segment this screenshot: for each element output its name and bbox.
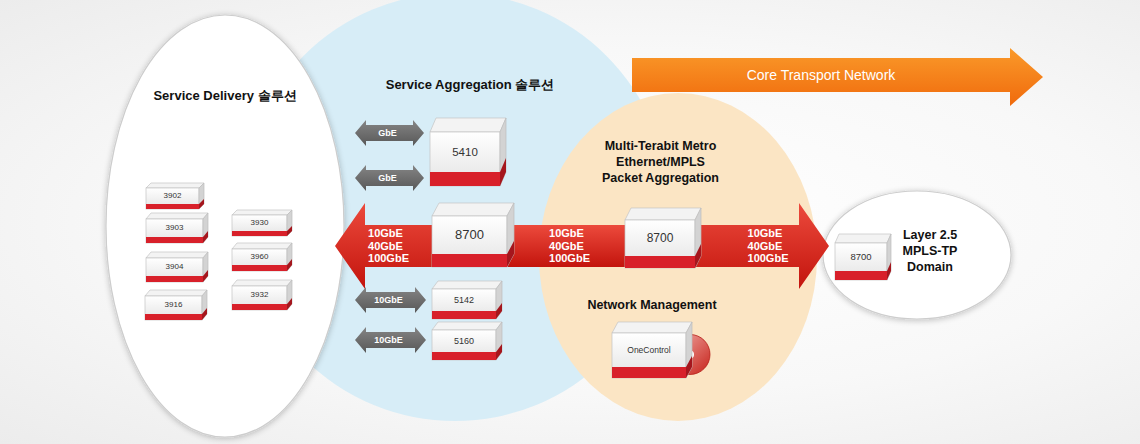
device-box: 3904 — [146, 252, 208, 282]
device-box: 3903 — [146, 213, 208, 243]
device-box: 3932 — [232, 280, 292, 310]
region-title: Layer 2.5 MPLS-TP Domain — [897, 227, 963, 275]
model-number: 5160 — [432, 330, 496, 352]
model-number: 3902 — [146, 188, 199, 204]
device-box: 8700 — [432, 203, 514, 267]
device-box: 3960 — [232, 243, 292, 271]
region-outline — [105, 14, 345, 438]
domain-ellipse: Layer 2.5 MPLS-TP Domain 8700 — [822, 190, 1012, 320]
device-box: 8700 — [835, 234, 891, 280]
model-number: 8700 — [625, 220, 695, 256]
link-speed-label: 10GbE 40GbE 100GbE — [748, 227, 789, 265]
model-number: 3932 — [232, 286, 287, 304]
link-speed-label: 10GbE — [374, 335, 403, 346]
model-number: OneControl — [612, 343, 686, 357]
region-title: Service Aggregation 솔루션 — [355, 77, 585, 93]
link-speed-label: GbE — [378, 128, 397, 139]
link-speed-label: 10GbE 40GbE 100GbE — [368, 227, 409, 265]
device-box: 3916 — [145, 290, 207, 320]
model-number: 8700 — [835, 243, 887, 271]
link-speed-label: GbE — [378, 173, 397, 184]
model-number: 3960 — [232, 249, 287, 265]
device-box: 3930 — [232, 210, 292, 236]
solution-ellipse: Service Delivery 솔루션 3902 3903 3930 3904 3960… — [105, 14, 345, 438]
region-title: Service Delivery 솔루션 — [105, 88, 345, 104]
model-number: 5410 — [430, 132, 500, 172]
link-speed-label: 10GbE 40GbE 100GbE — [549, 227, 590, 265]
model-number: 3904 — [146, 258, 203, 276]
model-number: 5142 — [432, 289, 496, 311]
device-box: 5142 — [432, 281, 502, 319]
management-box: Network ManagementOneControl — [612, 322, 692, 378]
region-title: Multi-Terabit Metro Ethernet/MPLS Packet… — [597, 138, 724, 186]
device-box: 5160 — [432, 322, 502, 360]
model-number: 8700 — [432, 216, 507, 254]
device-box: 3902 — [146, 183, 204, 209]
model-number: 3916 — [145, 296, 202, 314]
section-heading: Network Management — [552, 297, 752, 313]
model-number: 3930 — [232, 215, 287, 231]
device-box: 5410 — [430, 118, 506, 186]
device-box: 8700 — [625, 208, 701, 268]
link-speed-label: 10GbE — [374, 295, 403, 306]
region-title: Core Transport Network — [632, 58, 1010, 92]
model-number: 3903 — [146, 219, 203, 237]
trunk-link-arrow — [504, 225, 635, 267]
